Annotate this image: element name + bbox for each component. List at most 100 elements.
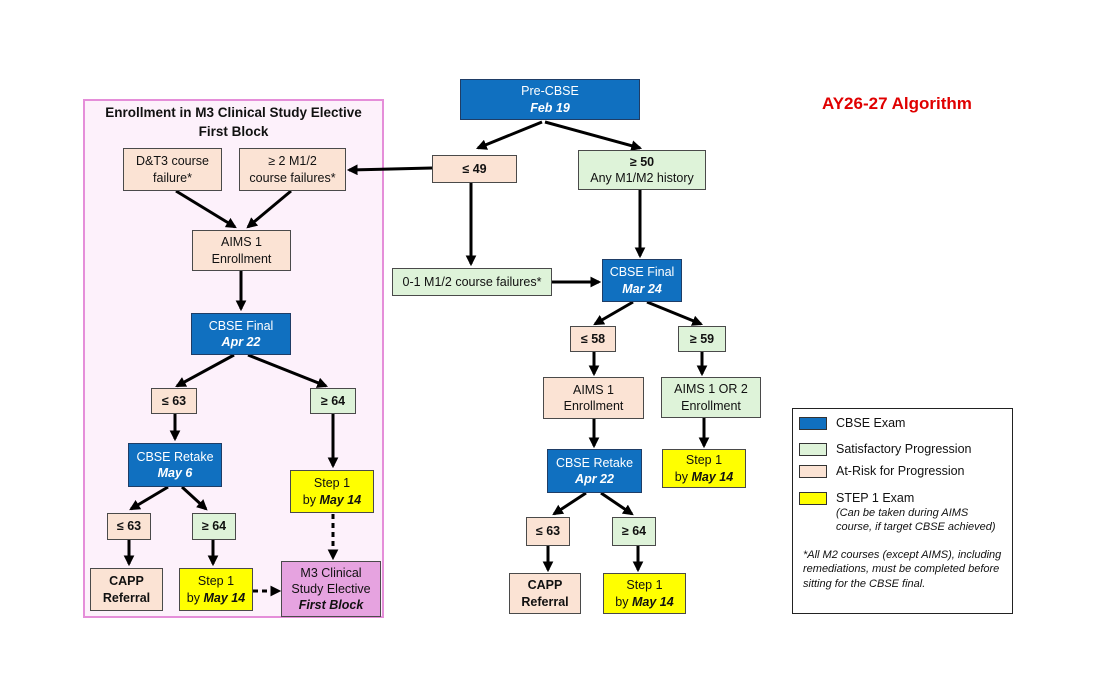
elective-region-title: Enrollment in M3 Clinical Study Elective… bbox=[83, 104, 384, 142]
node-score-ge59: ≥ 59 bbox=[678, 326, 726, 352]
dt3-line1: D&T3 course bbox=[136, 154, 209, 169]
step1-mid-by: by bbox=[615, 594, 632, 609]
le63a-label: ≤ 63 bbox=[161, 393, 187, 408]
legend-item-cbse-exam: CBSE Exam bbox=[799, 416, 905, 430]
node-score-ge64-a: ≥ 64 bbox=[310, 388, 356, 414]
ge50-history: Any M1/M2 history bbox=[590, 171, 694, 185]
step1-left-bottom-by: by bbox=[186, 590, 204, 605]
node-dt3-failure: D&T3 course failure* bbox=[123, 148, 222, 191]
legend-label-step1: STEP 1 Exam bbox=[836, 491, 915, 505]
capp-mid-line1: CAPP bbox=[527, 578, 563, 593]
node-score-le63-a: ≤ 63 bbox=[151, 388, 197, 414]
legend-swatch-satisfactory bbox=[799, 443, 827, 456]
node-score-le63-c: ≤ 63 bbox=[526, 517, 570, 546]
retake-may6-label: CBSE Retake bbox=[136, 449, 214, 464]
node-m3-clinical-study-elective: M3 Clinical Study Elective First Block bbox=[281, 561, 381, 617]
step1-right-by: by bbox=[674, 469, 692, 484]
node-score-ge50: ≥ 50 Any M1/M2 history bbox=[578, 150, 706, 190]
arrow-retake-to-le63b bbox=[129, 485, 169, 511]
cbse-final-mar24-date: Mar 24 bbox=[622, 281, 662, 296]
aims1-mid-line1: AIMS 1 bbox=[573, 382, 614, 397]
node-step1-left-top: Step 1 by May 14 bbox=[290, 470, 374, 513]
aims1-left-line1: AIMS 1 bbox=[221, 235, 262, 250]
legend-step1-note: (Can be taken during AIMS course, if tar… bbox=[836, 507, 996, 533]
step1-left-top-date: May 14 bbox=[319, 492, 362, 507]
node-step1-left-bottom: Step 1 by May 14 bbox=[179, 568, 253, 611]
le63c-label: ≤ 63 bbox=[535, 524, 561, 539]
aims1-mid-line2: Enrollment bbox=[563, 399, 624, 413]
node-aims1-enrollment-mid: AIMS 1 Enrollment bbox=[543, 377, 644, 419]
capp-mid-line2: Referral bbox=[521, 594, 569, 609]
legend-label-at-risk: At-Risk for Progression bbox=[836, 464, 965, 478]
legend: CBSE Exam Satisfactory Progression At-Ri… bbox=[792, 408, 1013, 614]
retake-may6-date: May 6 bbox=[157, 466, 193, 480]
arrow-retake-to-ge64c bbox=[600, 491, 634, 516]
node-capp-referral-mid: CAPP Referral bbox=[509, 573, 581, 614]
node-score-ge64-c: ≥ 64 bbox=[612, 517, 656, 546]
ge59-label: ≥ 59 bbox=[689, 331, 715, 346]
arrow-apr22-to-ge64a bbox=[247, 353, 329, 388]
pre-cbse-label: Pre-CBSE bbox=[521, 84, 579, 99]
node-score-ge64-b: ≥ 64 bbox=[192, 513, 236, 540]
ge2-line2: course failures* bbox=[249, 170, 336, 185]
arrow-cbsefinal-to-le58 bbox=[593, 300, 634, 326]
fail01-label: 0-1 M1/2 course failures* bbox=[402, 274, 542, 289]
node-cbse-final-mar24: CBSE Final Mar 24 bbox=[602, 259, 682, 302]
capp-left-line1: CAPP bbox=[109, 574, 144, 589]
le63b-label: ≤ 63 bbox=[116, 519, 142, 534]
node-cbse-final-apr22: CBSE Final Apr 22 bbox=[191, 313, 291, 355]
node-capp-referral-left: CAPP Referral bbox=[90, 568, 163, 611]
legend-item-satisfactory: Satisfactory Progression bbox=[799, 442, 971, 456]
legend-footnote: *All M2 courses (except AIMS), including… bbox=[803, 549, 1002, 590]
dt3-line2: failure* bbox=[153, 170, 192, 185]
node-cbse-retake-may6: CBSE Retake May 6 bbox=[128, 443, 222, 487]
capp-left-line2: Referral bbox=[102, 590, 151, 605]
step1-left-top-line2: by May 14 bbox=[303, 492, 361, 508]
arrow-apr22-to-le63a bbox=[175, 353, 235, 388]
retake-apr22-label: CBSE Retake bbox=[555, 455, 634, 470]
le58-label: ≤ 58 bbox=[580, 331, 606, 346]
ge64b-label: ≥ 64 bbox=[201, 519, 227, 534]
node-step1-mid: Step 1 by May 14 bbox=[603, 573, 686, 614]
elective-title-line1: Enrollment in M3 Clinical Study Elective bbox=[105, 105, 362, 120]
cbse-final-apr22-label: CBSE Final bbox=[208, 318, 274, 333]
step1-left-top-by: by bbox=[302, 492, 320, 507]
step1-left-bottom-line2: by May 14 bbox=[187, 590, 245, 606]
arrow-precbse-to-ge50 bbox=[544, 120, 643, 151]
node-step1-right: Step 1 by May 14 bbox=[662, 449, 746, 488]
arrow-retake-to-ge64b bbox=[180, 485, 208, 511]
retake-apr22-date: Apr 22 bbox=[575, 472, 614, 486]
step1-right-line2: by May 14 bbox=[675, 469, 733, 485]
node-aims1-enrollment-left: AIMS 1 Enrollment bbox=[192, 230, 291, 271]
step1-left-bottom-date: May 14 bbox=[203, 590, 246, 605]
legend-item-at-risk: At-Risk for Progression bbox=[799, 464, 965, 478]
page-title: AY26-27 Algorithm bbox=[822, 94, 972, 113]
aims12-line1: AIMS 1 OR 2 bbox=[674, 382, 748, 397]
cbse-final-mar24-label: CBSE Final bbox=[609, 265, 675, 280]
node-pre-cbse: Pre-CBSE Feb 19 bbox=[460, 79, 640, 120]
legend-item-step1: STEP 1 Exam bbox=[799, 491, 914, 505]
node-cbse-retake-apr22: CBSE Retake Apr 22 bbox=[547, 449, 642, 493]
node-aims1-or-2-enrollment: AIMS 1 OR 2 Enrollment bbox=[661, 377, 761, 418]
node-score-le58: ≤ 58 bbox=[570, 326, 616, 352]
ge50-label: ≥ 50 bbox=[629, 154, 655, 169]
le49-label: ≤ 49 bbox=[462, 161, 487, 176]
arrow-dt3-to-aims1 bbox=[175, 189, 237, 229]
step1-mid-date: May 14 bbox=[631, 594, 674, 609]
aims12-line2: Enrollment bbox=[681, 398, 741, 413]
step1-right-line1: Step 1 bbox=[685, 453, 723, 468]
node-ge2-course-failures: ≥ 2 M1/2 course failures* bbox=[239, 148, 346, 191]
step1-mid-line2: by May 14 bbox=[615, 594, 673, 610]
legend-swatch-step1 bbox=[799, 492, 827, 505]
legend-label-cbse: CBSE Exam bbox=[836, 416, 906, 430]
arrow-le49-to-ge2fail bbox=[346, 164, 433, 176]
node-score-le49: ≤ 49 bbox=[432, 155, 517, 183]
arrow-retake-to-le63c bbox=[552, 491, 587, 516]
step1-mid-line1: Step 1 bbox=[626, 578, 663, 593]
m3-elective-line3: First Block bbox=[298, 598, 364, 613]
m3-elective-line2: Study Elective bbox=[291, 581, 371, 596]
ge2-line1: ≥ 2 M1/2 bbox=[268, 154, 317, 169]
cbse-final-apr22-date: Apr 22 bbox=[221, 335, 261, 349]
